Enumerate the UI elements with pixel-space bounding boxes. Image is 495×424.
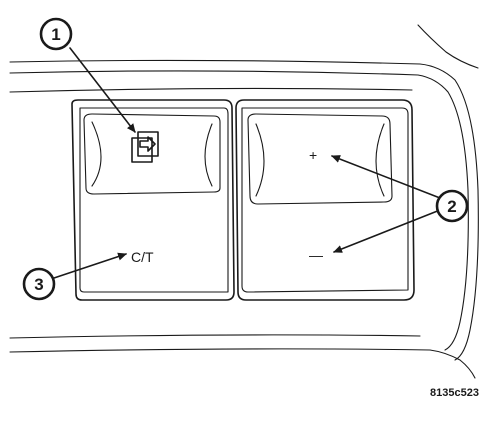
- left-switch-button: [71, 99, 235, 301]
- leader-line-3: [53, 252, 127, 279]
- leader-line-1: [69, 47, 136, 133]
- minus-symbol: —: [309, 247, 323, 263]
- transfer-arrow-icon: [131, 131, 159, 163]
- callout-2-number: 2: [447, 197, 456, 216]
- callout-3: 3: [22, 267, 56, 301]
- callout-1: 1: [39, 17, 73, 51]
- right-switch-button: [235, 99, 415, 301]
- figure-id: 8135c523: [430, 387, 479, 399]
- leader-lines: [53, 47, 441, 279]
- callout-3-number: 3: [34, 275, 43, 294]
- leader-line-2b: [333, 209, 441, 253]
- plus-symbol: +: [309, 147, 317, 163]
- callout-2: 2: [435, 189, 469, 223]
- callout-1-number: 1: [51, 25, 60, 44]
- leader-line-2a: [331, 155, 441, 199]
- switch-housing: [9, 24, 479, 379]
- ct-label: C/T: [131, 249, 154, 265]
